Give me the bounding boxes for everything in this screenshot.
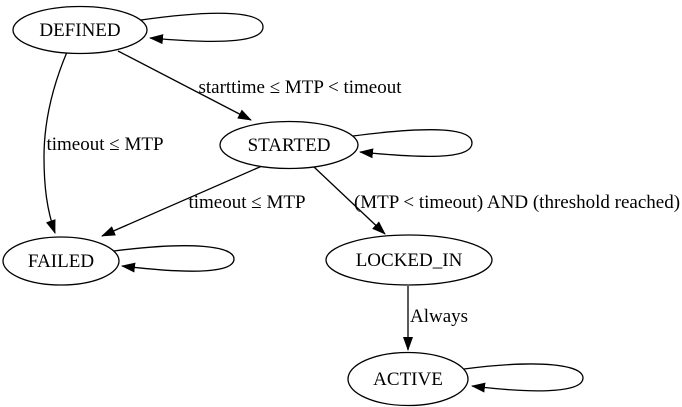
state-failed-ellipse (2, 236, 120, 286)
edge-label-defined-failed: timeout ≤ MTP (46, 134, 163, 155)
state-started-label: STARTED (248, 135, 331, 156)
edge-labels: starttime ≤ MTP < timeout timeout ≤ MTP … (46, 77, 680, 327)
state-started-ellipse (219, 120, 359, 170)
state-active-ellipse (347, 351, 469, 407)
edge-label-locked-in-active: Always (410, 306, 468, 327)
state-nodes (2, 5, 493, 407)
edge-started-to-failed (101, 165, 263, 237)
state-failed-label: FAILED (28, 251, 94, 272)
edge-label-defined-started: starttime ≤ MTP < timeout (198, 77, 402, 98)
self-loop-started (352, 129, 473, 159)
self-loop-defined (140, 12, 264, 45)
edge-started-to-locked-in (313, 166, 386, 235)
self-loop-active (463, 363, 584, 393)
state-labels: DEFINED STARTED FAILED LOCKED_IN ACTIVE (28, 20, 463, 390)
state-defined-ellipse (12, 5, 148, 55)
edge-defined-to-failed (43, 51, 68, 234)
self-loop-failed (113, 245, 235, 273)
state-defined-label: DEFINED (39, 20, 120, 41)
self-loops (113, 12, 584, 393)
edge-label-started-locked-in: (MTP < timeout) AND (threshold reached) (354, 192, 680, 213)
state-locked-in-ellipse (325, 234, 493, 286)
edge-defined-to-started (117, 50, 252, 121)
state-locked-in-label: LOCKED_IN (356, 250, 463, 271)
edge-label-started-failed: timeout ≤ MTP (188, 192, 305, 213)
transition-edges (43, 50, 413, 351)
state-active-label: ACTIVE (373, 369, 443, 390)
